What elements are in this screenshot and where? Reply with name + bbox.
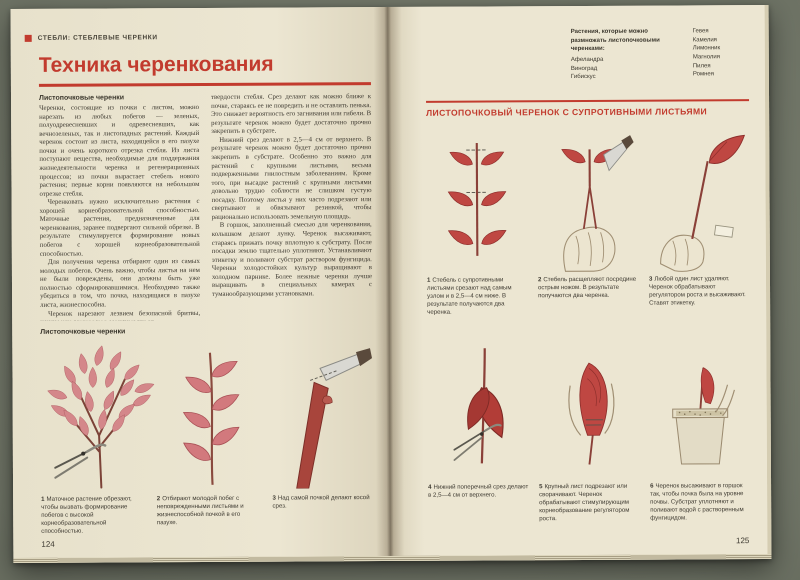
oblique-cut-illustration: [258, 338, 376, 489]
paragraph: Черенковать нужно исключительно растения…: [39, 198, 200, 258]
figure-caption-text: Отбирают молодой побег с неповрежденными…: [156, 494, 244, 526]
left-page-illustrations: [40, 338, 376, 490]
section-title: ЛИСТОПОЧКОВЫЙ ЧЕРЕНОК С СУПРОТИВНЫМИ ЛИС…: [426, 106, 708, 118]
title-rule: [38, 82, 371, 87]
secateurs-icon: [54, 443, 107, 479]
section-marker-icon: [24, 34, 32, 42]
plant-name: Гевея: [692, 28, 709, 35]
figure-number: 1: [41, 495, 45, 503]
figure-caption-text: Любой один лист удаляют. Черенок обрабат…: [649, 275, 746, 307]
mother-plant-illustration: [40, 339, 161, 490]
figure-caption-text: Маточное растение обрезают, чтобы вызват…: [41, 495, 132, 535]
section-rule: [426, 99, 750, 103]
right-page: Растения, которые можно размножать листо…: [387, 5, 768, 557]
figure-number: 4: [428, 483, 432, 491]
subheading: Листопочковые черенки: [40, 328, 126, 336]
figure-number: 2: [537, 276, 542, 284]
left-page: СТЕБЛИ: СТЕБЛЕВЫЕ ЧЕРЕНКИ Техника черенк…: [10, 7, 391, 558]
paragraph: В горшок, заполненный смесью для черенко…: [211, 221, 373, 298]
label-tag-icon: [713, 224, 734, 238]
text-column-1: Листопочковые черенки Черенки, состоящие…: [39, 94, 201, 320]
figure-number: 6: [650, 482, 654, 490]
potted-cutting-illustration: [649, 333, 751, 480]
open-book: СТЕБЛИ: СТЕБЛЕВЫЕ ЧЕРЕНКИ Техника черенк…: [10, 5, 772, 563]
page-number-right: 125: [735, 536, 750, 546]
secateurs-icon: [453, 423, 502, 461]
plant-name: Гибискус: [570, 74, 596, 81]
knife-icon: [319, 348, 372, 382]
running-header: СТЕБЛИ: СТЕБЛЕВЫЕ ЧЕРЕНКИ: [24, 33, 374, 42]
figure-caption-text: Над самой почкой делают косой срез.: [272, 494, 370, 510]
chapter-title: Техника черенкования: [38, 52, 274, 77]
figure-number: 1: [426, 276, 431, 284]
figure-caption-text: Стебель расщепляют посредине острым ножо…: [538, 275, 637, 300]
text-column-2: твердости стебля. Срез делают как можно …: [211, 93, 372, 320]
knife-icon: [603, 135, 634, 172]
young-shoot-illustration: [161, 339, 259, 490]
paragraph: Для получения черенка отбирают один из с…: [39, 258, 201, 309]
subheading: Листопочковые черенки: [39, 94, 125, 102]
figure-caption-text: Черенок высаживают в горшок так, чтобы п…: [650, 482, 744, 522]
rolled-leaf-illustration: [538, 334, 640, 481]
lower-cut-illustration: [427, 334, 529, 481]
paragraph: твердости стебля. Срез делают как можно …: [211, 93, 372, 136]
figure-caption-text: Нижний поперечный срез делают в 2,5—4 см…: [428, 483, 529, 499]
plant-list-column-2: Гевея Камелия Лимонник Магнолия Пилея Ро…: [693, 27, 749, 91]
figure-number: 2: [156, 495, 161, 503]
plant-name: Камелия: [692, 36, 717, 44]
plant-list-heading-block: Растения, которые можно размножать листо…: [571, 27, 679, 92]
plant-name: Лимонник: [692, 45, 721, 52]
plant-name: Пилея: [692, 63, 711, 70]
plant-list-heading: Растения, которые можно размножать листо…: [570, 28, 660, 53]
figure-number: 3: [648, 275, 653, 283]
plant-name: Ромнея: [692, 71, 715, 78]
figure-number: 5: [539, 483, 543, 491]
paragraph: Черенки, состоящие из почки с листом, мо…: [39, 104, 200, 198]
running-header-text: СТЕБЛИ: СТЕБЛЕВЫЕ ЧЕРЕНКИ: [37, 34, 158, 42]
page-number-left: 124: [41, 539, 55, 549]
opposite-leaves-cutting-illustration: [426, 123, 528, 274]
single-leaf-cutting-illustration: [648, 122, 750, 273]
body-text-columns: Листопочковые черенки Черенки, состоящие…: [39, 93, 375, 321]
figure-caption-text: Крупный лист подрезают или сворачивают. …: [539, 482, 630, 522]
splitting-stem-illustration: [537, 123, 639, 274]
paragraph: Нижний срез делают в 2,5—4 см от верхнег…: [211, 135, 372, 221]
plant-list: Растения, которые можно размножать листо…: [426, 27, 749, 93]
paragraph: Черенок нарезают лезвием безопасной брит…: [40, 309, 201, 320]
figure-number: 3: [272, 494, 276, 502]
plant-name: Магнолия: [692, 54, 721, 61]
figure-caption-text: Стебель с супротивными листьями срезают …: [427, 276, 512, 316]
